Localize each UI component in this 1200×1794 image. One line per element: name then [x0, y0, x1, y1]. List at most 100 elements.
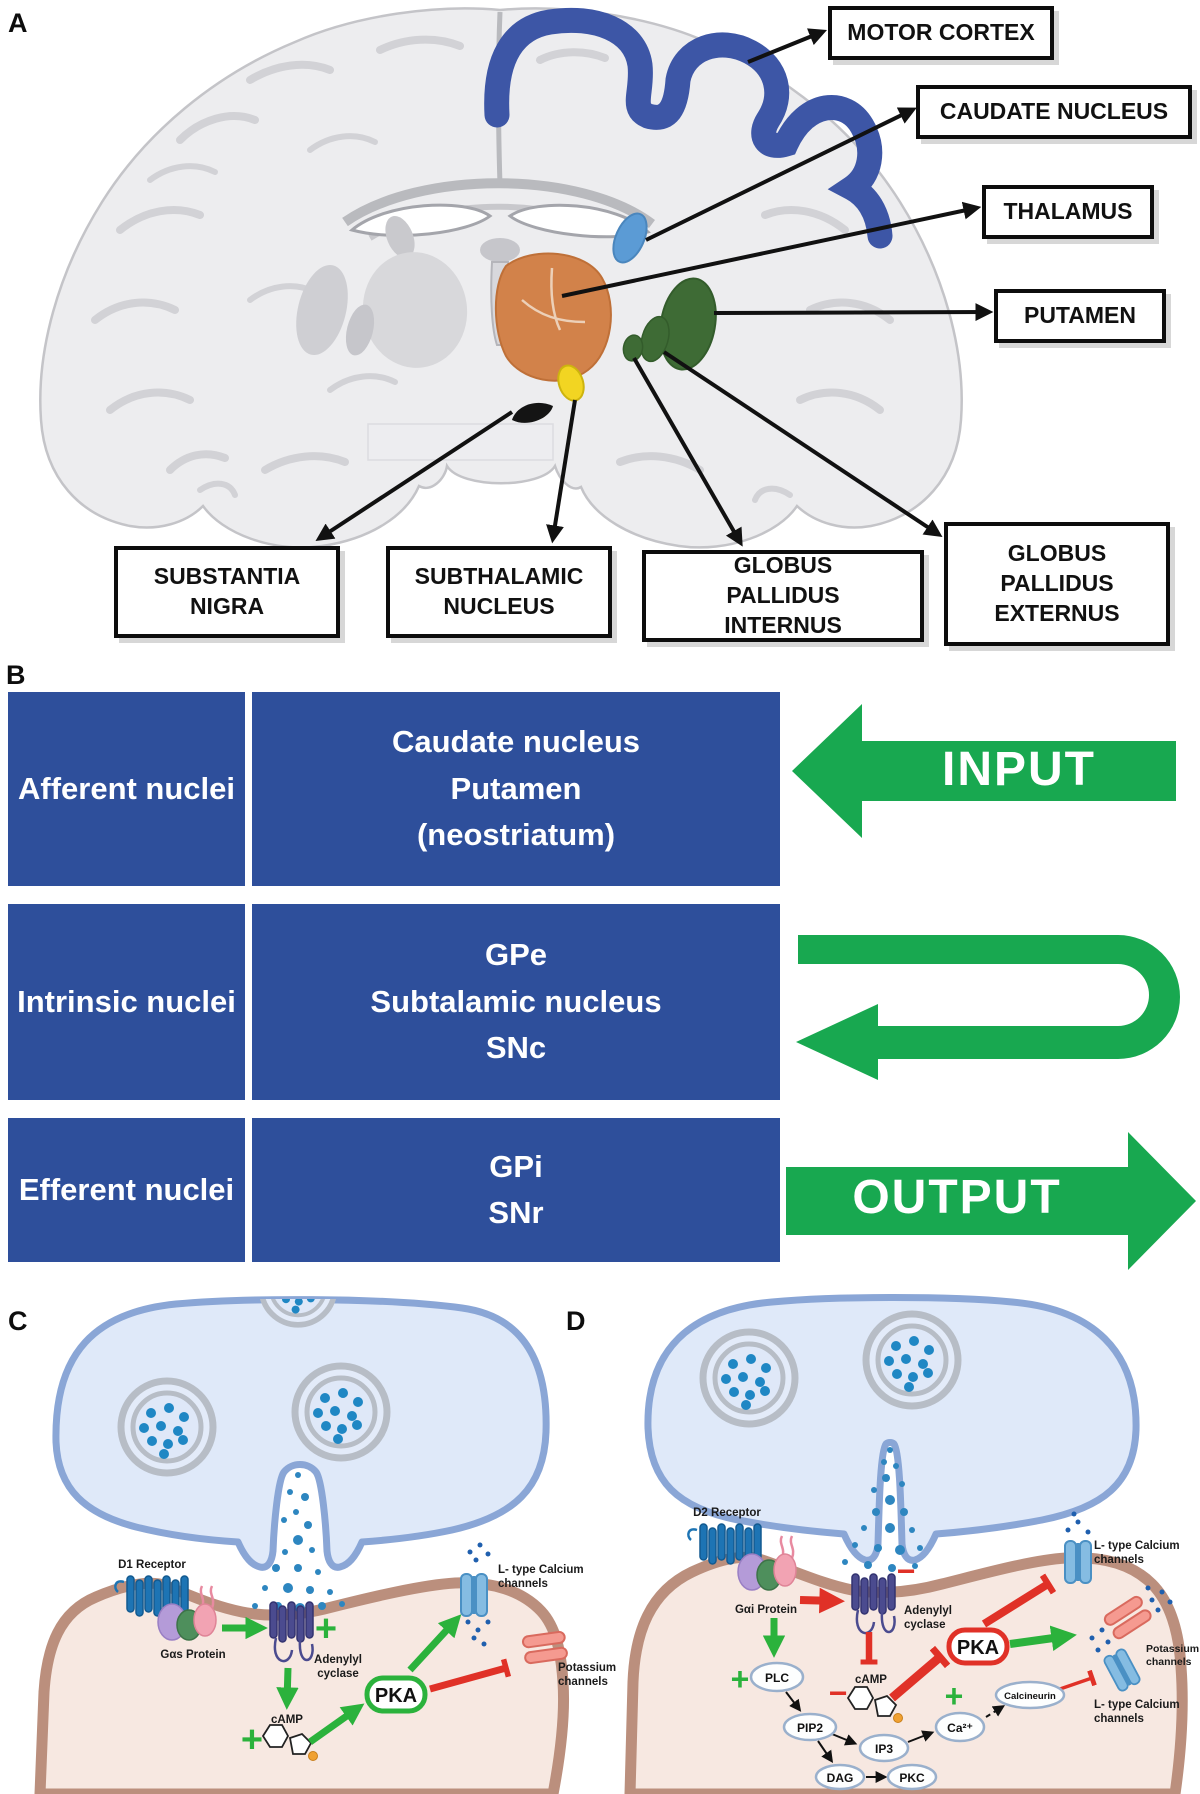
- c-dopamine-release-dots: [252, 1472, 345, 1613]
- d-d2-receptor-label: D2 Receptor: [693, 1507, 761, 1519]
- panel-a-label: A: [8, 8, 28, 38]
- d-inhibit-pka-to-ltype: [981, 1573, 1057, 1628]
- c-pka-text: PKA: [375, 1685, 417, 1707]
- d-plus-plc: +: [731, 1661, 750, 1697]
- d-ltype-calcium-channel-top: [1064, 1540, 1092, 1584]
- d-dopamine-release-dots: [842, 1447, 923, 1572]
- d-plus-ca: +: [945, 1678, 964, 1714]
- efferent-category: Efferent nuclei: [18, 1172, 235, 1207]
- panel-c-synapse: PKA + + D1 Receptor Gαs Protein Adenylyl…: [34, 1296, 616, 1794]
- subthalamic-nucleus-region: [557, 364, 585, 402]
- d-ltype-bottom-label-1: L- type Calcium: [1094, 1699, 1180, 1711]
- d-arrow-pip2-dag: [817, 1740, 834, 1763]
- fornix: [480, 238, 520, 262]
- d-pip2-node: PIP2: [797, 1721, 823, 1735]
- label-box-caudate-nucleus: CAUDATE NUCLEUS: [916, 85, 1192, 139]
- d-arrow-pka-to-k: [1009, 1625, 1077, 1651]
- arrow-caudate: [645, 107, 917, 242]
- c-ltype-label-1: L- type Calcium: [498, 1564, 584, 1576]
- c-calcium-dots: [465, 1542, 491, 1647]
- panel-d-synapse: PKA PLC: [624, 1294, 1199, 1794]
- input-arrow: [792, 704, 1176, 838]
- c-arrow-ac-to-camp: [276, 1667, 299, 1710]
- d-calcineurin-node: Calcineurin: [1004, 1691, 1056, 1702]
- label-box-thalamus: THALAMUS: [982, 185, 1154, 239]
- d-arrow-plc-pip2: [785, 1691, 802, 1712]
- d-arrow-pip2-ip3: [831, 1733, 858, 1746]
- c-potassium-label-2: channels: [558, 1676, 608, 1688]
- label-box-motor-cortex: MOTOR CORTEX: [828, 6, 1054, 60]
- brain-sulci: [91, 35, 894, 503]
- d-ip3-node: IP3: [875, 1742, 893, 1756]
- corpus-callosum: [342, 178, 655, 229]
- c-ltype-calcium-channel: [460, 1573, 488, 1617]
- label-box-subthalamic-nucleus: SUBTHALAMIC NUCLEUS: [386, 546, 612, 638]
- label-box-substantia-nigra: SUBSTANTIA NIGRA: [114, 546, 340, 638]
- d-potassium-label-1: Potassium: [1146, 1643, 1199, 1655]
- label-box-putamen: PUTAMEN: [994, 289, 1166, 343]
- c-ltype-label-2: channels: [498, 1578, 548, 1590]
- c-inhibition-pka-to-k: [429, 1658, 512, 1693]
- output-arrow: [786, 1132, 1196, 1270]
- cell-efferent-nuclei: Efferent nuclei: [8, 1118, 245, 1262]
- d-pka-text: PKA: [957, 1637, 999, 1659]
- d-adenylyl-label-1: Adenylyl: [904, 1605, 952, 1617]
- c-arrow-camp-to-pka: [307, 1703, 365, 1745]
- arrow-thalamus: [561, 201, 982, 298]
- label-box-globus-pallidus-externus: GLOBUS PALLIDUS EXTERNUS: [944, 522, 1170, 646]
- d-arrow-ca-calcineurin: [985, 1705, 1006, 1718]
- panel-b-arrows: [786, 704, 1196, 1270]
- d-adenylyl-label-2: cyclase: [904, 1619, 946, 1631]
- d-ltype-bottom-label-2: channels: [1094, 1713, 1144, 1725]
- d-cascade-nodes: PLC PIP2 IP3 DAG PKC Ca²⁺ Calcineurin: [749, 1661, 1066, 1791]
- d-gi-protein-label: Gαi Protein: [735, 1604, 797, 1616]
- efferent-line-1: GPi: [489, 1148, 543, 1184]
- brain-coronal-diagram: [39, 7, 994, 549]
- d-camp-label: cAMP: [855, 1674, 887, 1686]
- d-ion-dots: [1065, 1511, 1173, 1653]
- d-inhibit-calcineurin-to-ltype: [1059, 1669, 1097, 1691]
- c-adenylyl-label-2: cyclase: [317, 1668, 359, 1680]
- d-vesicle-right: [866, 1314, 958, 1406]
- output-arrow-text: OUTPUT: [852, 1171, 1062, 1224]
- cell-efferent-list: GPi SNr: [252, 1118, 780, 1262]
- c-activation-arrows: [222, 1614, 462, 1745]
- d-inhibit-camp-to-pka: [889, 1645, 951, 1702]
- d-postsynaptic-neuron: [624, 1551, 1188, 1794]
- d-ltype-top-label-2: channels: [1094, 1554, 1144, 1566]
- d-arrow-gi-to-ac: [799, 1587, 845, 1614]
- c-camp-label: cAMP: [271, 1714, 303, 1726]
- left-gray-nuclei: [296, 216, 468, 368]
- c-vesicle-left: [121, 1381, 213, 1473]
- intrinsic-line-3: SNc: [485, 1030, 547, 1066]
- arrow-motor-cortex: [747, 28, 828, 64]
- c-pka-box: [364, 1675, 428, 1714]
- loop-arrow: [796, 935, 1180, 1080]
- motor-cortex-region: [484, 7, 893, 249]
- caudate-nucleus-region: [612, 212, 648, 264]
- right-lateral-ventricle: [507, 203, 651, 239]
- c-d1-receptor-label: D1 Receptor: [118, 1559, 186, 1571]
- arrow-substantia-nigra: [315, 410, 514, 541]
- arrow-gpe: [662, 350, 943, 537]
- d-minus-adenylyl: −: [897, 1553, 916, 1589]
- d-ca-node: Ca²⁺: [947, 1721, 973, 1735]
- afferent-line-2: Putamen: [450, 770, 582, 806]
- d-potassium-label-2: channels: [1146, 1656, 1192, 1668]
- c-gs-protein-label: Gαs Protein: [160, 1649, 225, 1661]
- d-pkc-node: PKC: [899, 1771, 925, 1785]
- d-vesicle-left: [703, 1332, 795, 1424]
- globus-pallidus-internus-region: [622, 334, 644, 362]
- panel-c-label: C: [8, 1306, 28, 1336]
- d-dag-node: DAG: [827, 1771, 854, 1785]
- panel-a-arrows: [315, 28, 994, 547]
- panel-d-label: D: [566, 1306, 586, 1336]
- c-vesicle-right: [295, 1366, 387, 1458]
- cell-intrinsic-list: GPe Subtalamic nucleus SNc: [252, 904, 780, 1100]
- d-cascade-arrows: [785, 1691, 1006, 1783]
- afferent-line-3: (neostriatum): [416, 817, 616, 853]
- panel-b-label: B: [6, 660, 26, 690]
- label-box-globus-pallidus-internus: GLOBUS PALLIDUS INTERNUS: [642, 550, 924, 642]
- d-minus-camp: −: [829, 1675, 848, 1711]
